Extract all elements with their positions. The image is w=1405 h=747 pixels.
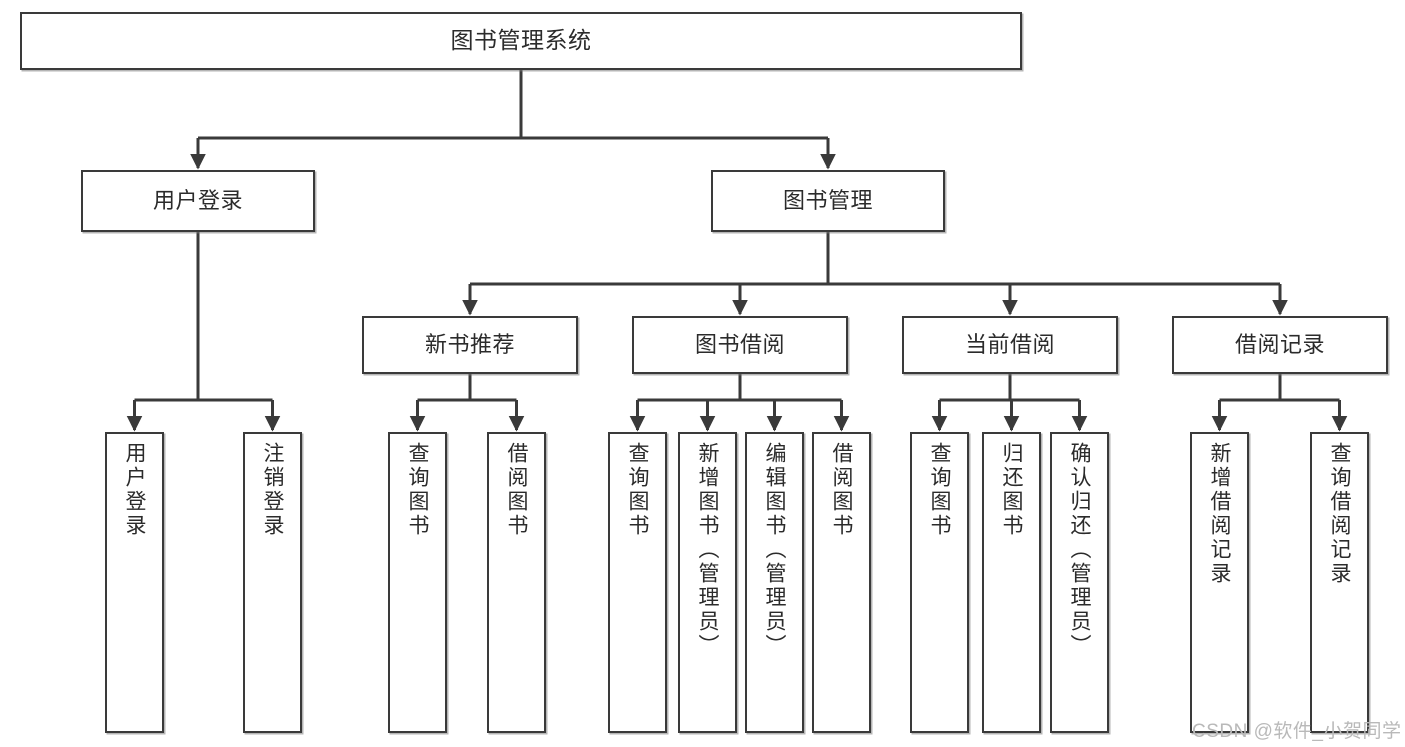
leaf-add-borrow-record[interactable]: 新增借阅记录 <box>1190 432 1249 733</box>
node-book-management[interactable]: 图书管理 <box>711 170 945 232</box>
leaf-return-book[interactable]: 归还图书 <box>982 432 1041 733</box>
leaf-confirm-return-admin[interactable]: 确认归还（管理员） <box>1050 432 1109 733</box>
node-label: 当前借阅 <box>964 332 1055 358</box>
node-user-login[interactable]: 用户登录 <box>81 170 315 232</box>
node-label: 确认归还（管理员） <box>1068 442 1091 658</box>
leaf-query-borrow-record[interactable]: 查询借阅记录 <box>1310 432 1369 733</box>
node-label: 注销登录 <box>261 442 284 538</box>
leaf-query-book-recommend[interactable]: 查询图书 <box>388 432 447 733</box>
leaf-query-book-borrow[interactable]: 查询图书 <box>608 432 667 733</box>
node-label: 借阅记录 <box>1234 332 1325 358</box>
node-label: 图书借阅 <box>694 332 785 358</box>
leaf-borrow-book[interactable]: 借阅图书 <box>812 432 871 733</box>
node-label: 查询图书 <box>406 442 429 538</box>
leaf-borrow-book-recommend[interactable]: 借阅图书 <box>487 432 546 733</box>
leaf-logout[interactable]: 注销登录 <box>243 432 302 733</box>
node-label: 编辑图书（管理员） <box>763 442 786 658</box>
leaf-edit-book-admin[interactable]: 编辑图书（管理员） <box>745 432 804 733</box>
node-root[interactable]: 图书管理系统 <box>20 12 1022 70</box>
node-label: 新增图书（管理员） <box>696 442 719 658</box>
node-borrow-record[interactable]: 借阅记录 <box>1172 316 1388 374</box>
node-label: 借阅图书 <box>505 442 528 538</box>
node-label: 查询借阅记录 <box>1328 442 1351 586</box>
node-label: 图书管理系统 <box>450 27 592 54</box>
node-label: 查询图书 <box>928 442 951 538</box>
node-label: 用户登录 <box>152 188 243 214</box>
node-label: 查询图书 <box>626 442 649 538</box>
node-current-borrow[interactable]: 当前借阅 <box>902 316 1118 374</box>
node-label: 图书管理 <box>782 188 873 214</box>
leaf-query-book-current[interactable]: 查询图书 <box>910 432 969 733</box>
node-label: 新增借阅记录 <box>1208 442 1231 586</box>
node-label: 归还图书 <box>1000 442 1023 538</box>
leaf-user-login[interactable]: 用户登录 <box>105 432 164 733</box>
node-book-borrow[interactable]: 图书借阅 <box>632 316 848 374</box>
node-new-book-recommend[interactable]: 新书推荐 <box>362 316 578 374</box>
node-label: 新书推荐 <box>424 332 515 358</box>
node-label: 借阅图书 <box>830 442 853 538</box>
leaf-add-book-admin[interactable]: 新增图书（管理员） <box>678 432 737 733</box>
node-label: 用户登录 <box>123 442 146 538</box>
